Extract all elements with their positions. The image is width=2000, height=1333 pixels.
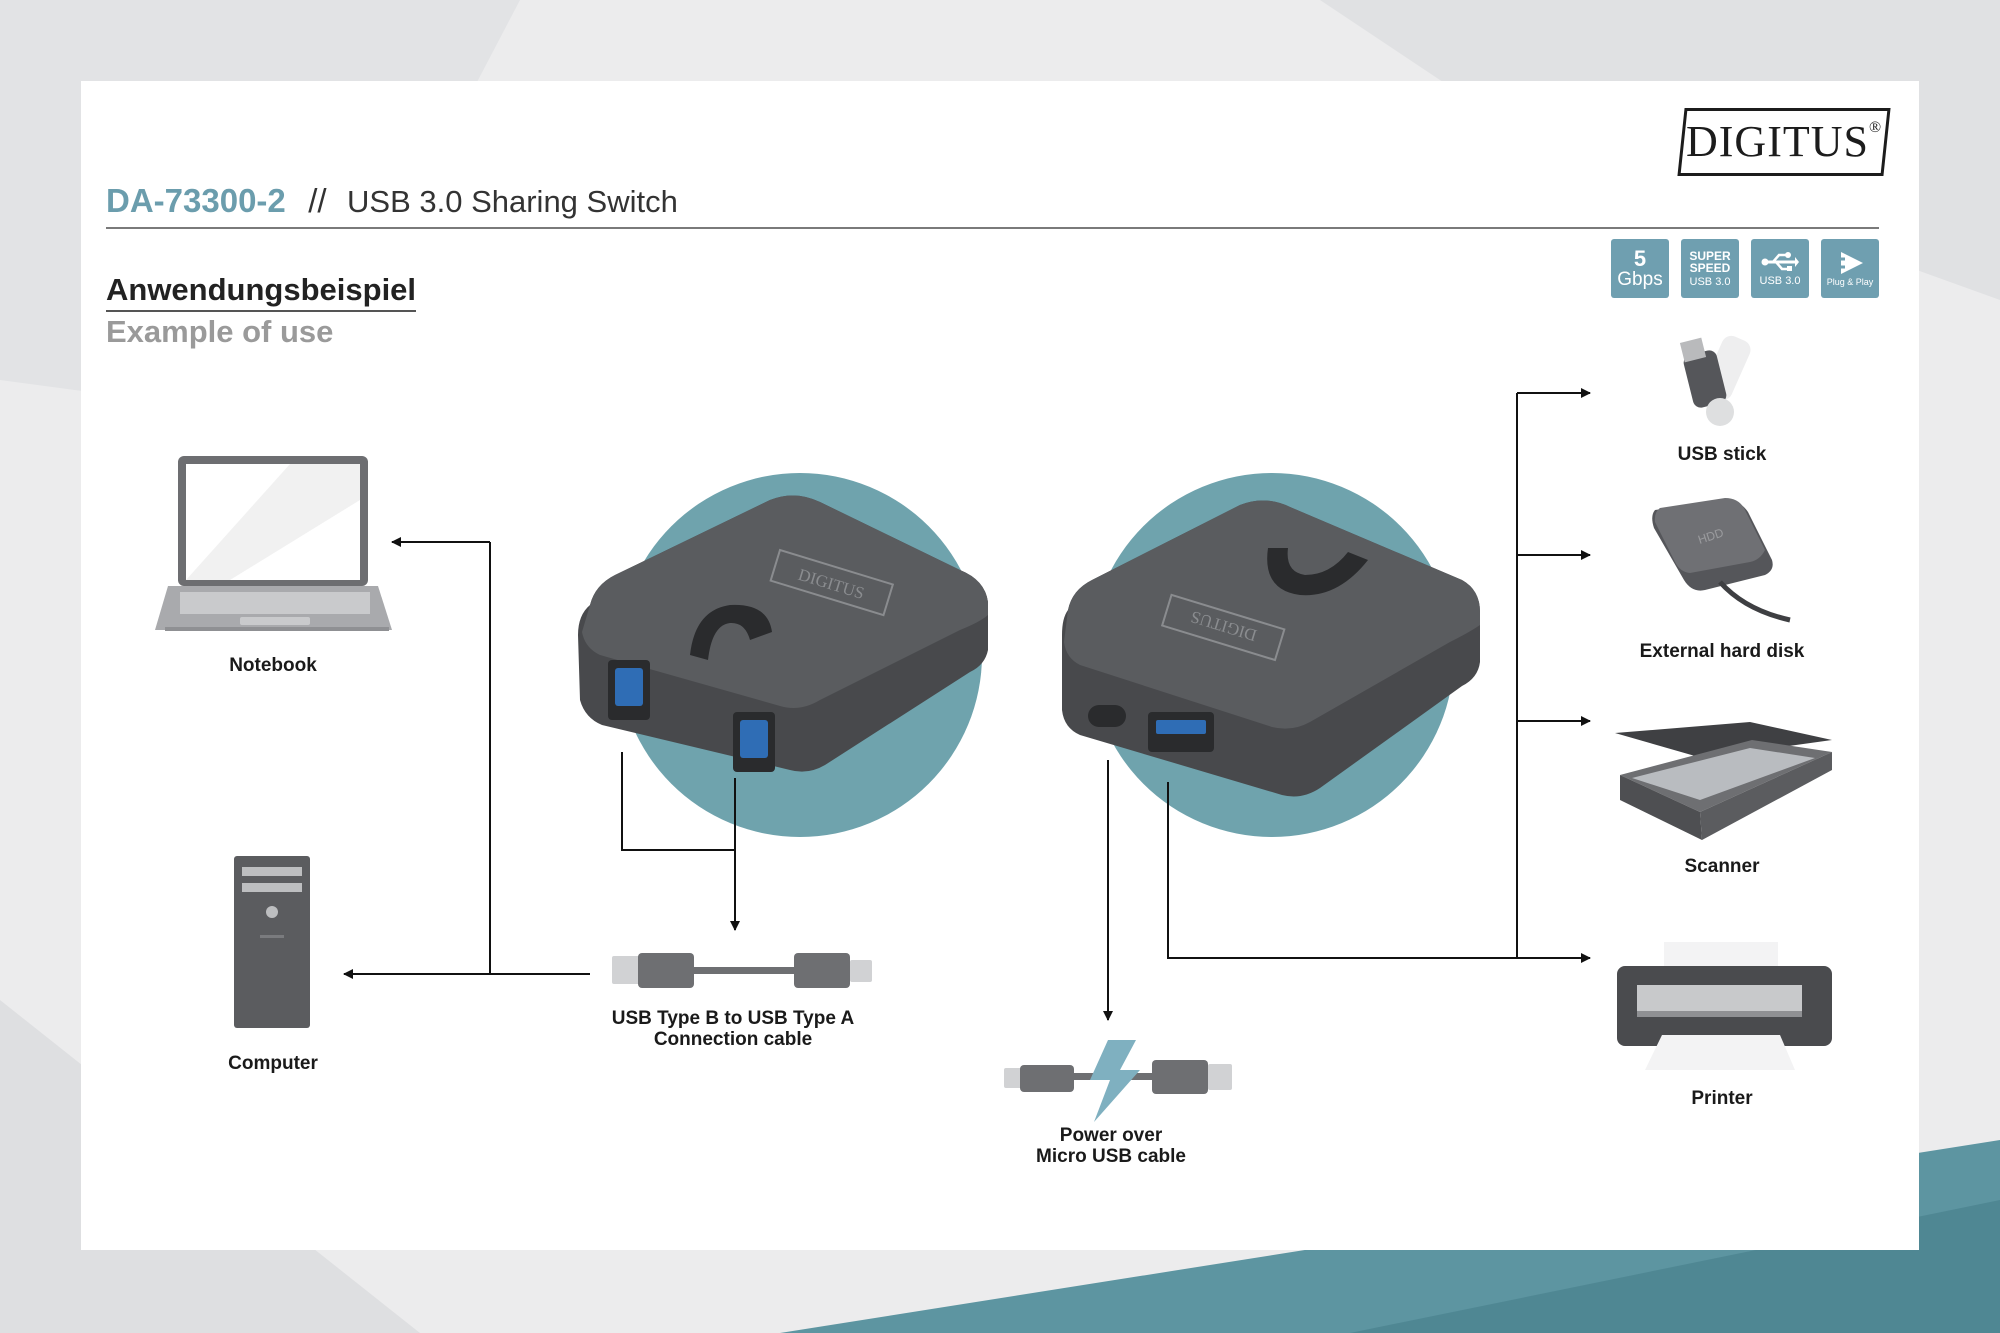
label-power-cable: Power over Micro USB cable	[1036, 1125, 1186, 1167]
badge-superspeed: SUPER SPEED USB 3.0	[1681, 239, 1739, 298]
badge-line: SUPER	[1689, 248, 1731, 263]
plug-and-play-icon	[1835, 252, 1863, 274]
label-external-hdd: External hard disk	[1639, 641, 1805, 662]
product-title: USB 3.0 Sharing Switch	[347, 184, 678, 219]
badge-unit: Gbps	[1617, 269, 1663, 290]
logo-text: DIGITUS	[1685, 117, 1869, 166]
badge-5gbps: 5 Gbps	[1611, 239, 1669, 298]
label-printer: Printer	[1691, 1088, 1753, 1109]
feature-badges: 5 Gbps SUPER SPEED USB 3.0 USB 3.0 Plug …	[1611, 239, 1879, 298]
badge-usb3: USB 3.0	[1751, 239, 1809, 298]
connection-lines	[343, 388, 1591, 1021]
registered-mark: ®	[1868, 119, 1883, 136]
external-hdd-icon: HDD	[1652, 498, 1791, 623]
usb-trident-icon	[1761, 251, 1799, 271]
usb-b-to-a-cable-icon	[612, 953, 872, 988]
micro-usb-port-icon	[1088, 705, 1126, 727]
usb-switch-input-side: DIGITUS	[578, 495, 988, 772]
title-separator: //	[308, 182, 327, 219]
printer-icon	[1617, 942, 1832, 1070]
digitus-logo: DIGITUS®	[1677, 108, 1891, 176]
badge-line: Plug & Play	[1826, 277, 1874, 287]
switch-button-icon	[690, 604, 772, 660]
badge-line: USB 3.0	[1759, 274, 1801, 287]
title-row: DA-73300-2 // USB 3.0 Sharing Switch	[106, 182, 678, 220]
computer-icon	[234, 856, 310, 1028]
badge-plug-and-play: Plug & Play	[1821, 239, 1879, 298]
switch-button-icon	[1267, 548, 1368, 596]
scanner-icon	[1615, 722, 1832, 840]
heading-english: Example of use	[106, 314, 334, 349]
label-line: USB Type B to USB Type A	[611, 1008, 855, 1029]
lightning-icon	[1090, 1040, 1140, 1122]
label-line: Connection cable	[653, 1029, 813, 1050]
label-computer: Computer	[228, 1053, 318, 1074]
usb-switch-output-side: DIGITUS	[1062, 500, 1480, 797]
badge-line: SPEED	[1689, 260, 1731, 275]
header-rule	[106, 227, 1879, 229]
micro-usb-power-cable-icon	[1004, 1040, 1232, 1122]
label-line: Micro USB cable	[1036, 1146, 1186, 1167]
label-scanner: Scanner	[1684, 856, 1760, 877]
notebook-icon	[155, 456, 392, 631]
label-notebook: Notebook	[229, 655, 317, 676]
label-usb-stick: USB stick	[1677, 444, 1767, 465]
usb-stick-icon	[1679, 335, 1751, 426]
model-number: DA-73300-2	[106, 182, 286, 219]
label-cable-b-a: USB Type B to USB Type A Connection cabl…	[612, 1008, 854, 1050]
heading-german: Anwendungsbeispiel	[106, 272, 417, 312]
badge-line: USB 3.0	[1689, 275, 1731, 288]
badge-value: 5	[1633, 246, 1647, 271]
label-line: Power over	[1059, 1125, 1163, 1146]
